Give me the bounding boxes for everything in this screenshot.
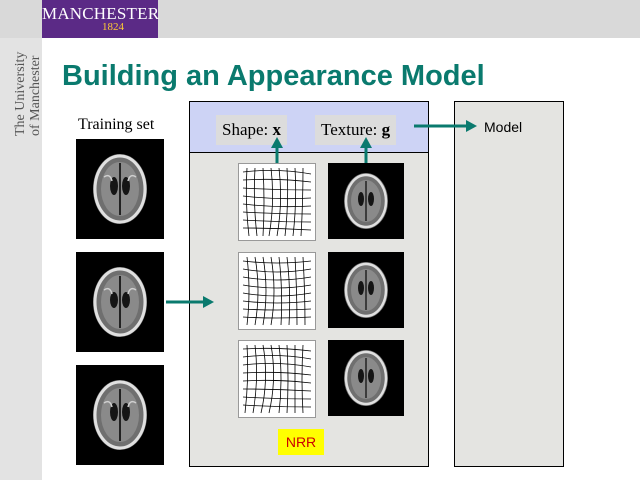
sidebar-text-2: of Manchester [28,55,42,136]
shape-label: Shape: [222,120,269,139]
texture-label: Texture: [321,120,378,139]
nrr-label: NRR [278,429,324,455]
texture-brain-image-3 [328,340,404,416]
vertical-university-text: The University of Manchester [13,52,42,136]
logo-year: 1824 [102,21,124,33]
training-brain-image-1 [76,139,164,239]
texture-brain-image-2 [328,252,404,328]
deformation-grid-2 [238,252,316,330]
training-brain-image-2 [76,252,164,352]
logo-name: MANCHESTER [42,4,160,23]
deformation-grid-1 [238,163,316,241]
training-set-label: Training set [78,116,155,133]
model-label: Model [484,119,523,135]
image-to-texture-arrow [360,137,372,163]
texture-to-model-arrow [414,120,477,132]
shape-var: x [272,120,282,139]
sidebar-text-1: The University [13,52,28,136]
model-panel [454,101,564,467]
sidebar-band [0,38,42,480]
shape-chip: Shape: x [216,115,288,145]
texture-var: g [381,120,391,139]
training-to-nrr-arrow [166,296,214,308]
slide-title: Building an Appearance Model [62,60,485,92]
grid-to-shape-arrow [271,137,283,163]
texture-chip: Texture: g [315,115,397,145]
university-logo: MANCHESTER 1824 [42,0,160,38]
texture-brain-image-1 [328,163,404,239]
training-brain-image-3 [76,365,164,465]
deformation-grid-3 [238,340,316,418]
